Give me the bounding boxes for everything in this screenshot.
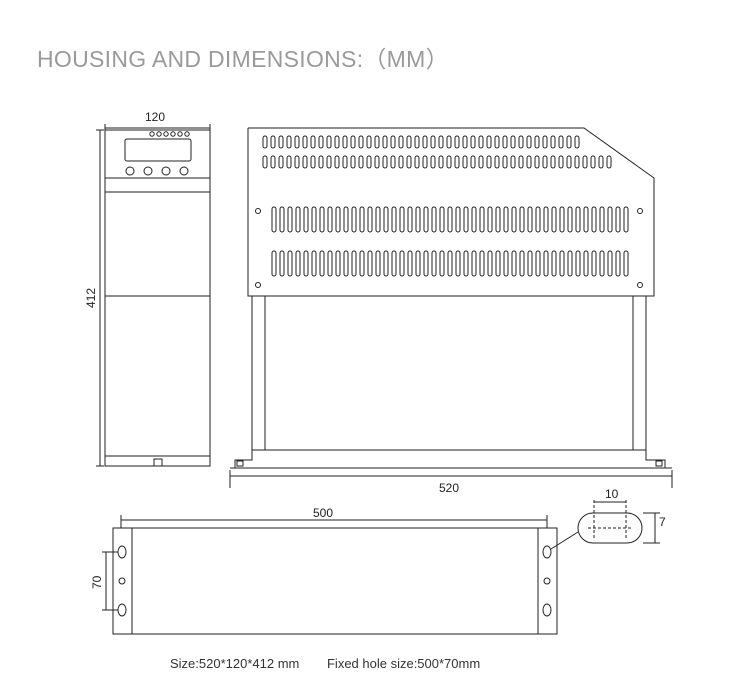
size-caption: Size:520*120*412 mm xyxy=(170,656,300,671)
fixed-hole-caption: Fixed hole size:500*70mm xyxy=(326,656,481,671)
display-screen xyxy=(124,138,192,162)
side-width-label: 520 xyxy=(439,481,459,495)
side-view xyxy=(229,127,673,488)
front-width-label: 120 xyxy=(145,110,165,124)
page-title: HOUSING AND DIMENSIONS:（MM） xyxy=(37,46,449,72)
slot-height-label: 7 xyxy=(659,515,666,529)
front-height-label: 412 xyxy=(84,288,98,308)
front-view xyxy=(96,124,211,467)
base-length-label: 500 xyxy=(313,506,333,520)
base-view xyxy=(102,515,579,635)
slot-detail xyxy=(577,500,660,544)
hole-spacing-label: 70 xyxy=(90,575,104,589)
slot-width-label: 10 xyxy=(605,487,619,501)
caption-row: Size:520*120*412 mm Fixed hole size:500*… xyxy=(170,656,504,671)
